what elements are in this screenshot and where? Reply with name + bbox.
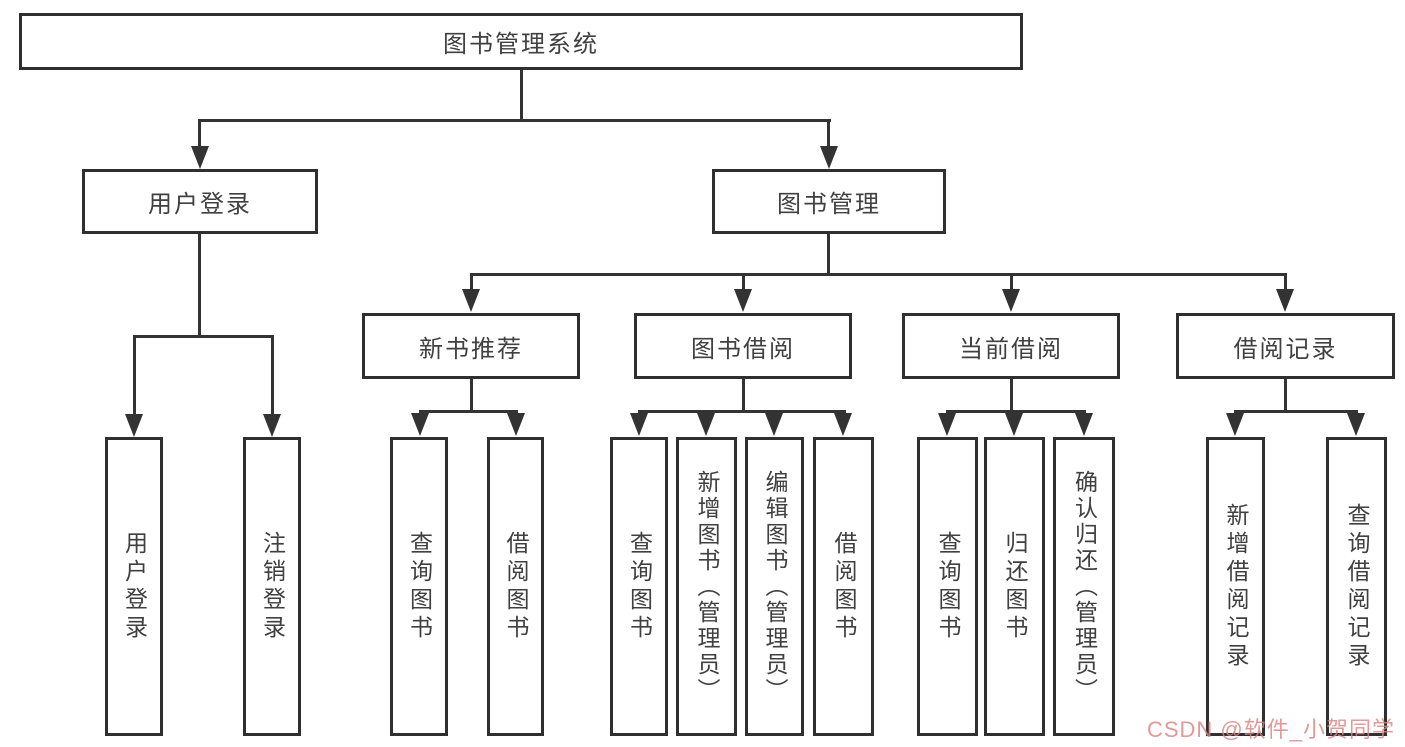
arrow-down-icon (938, 413, 956, 436)
connector-mgmt-drop-4 (1284, 273, 1287, 292)
arrow-down-icon (1075, 413, 1093, 436)
arrow-down-icon (834, 413, 852, 436)
leaf-bb-add-books-label: 新增图书（管理员） (694, 469, 720, 704)
leaf-bb-add-books: 新增图书（管理员） (676, 437, 737, 736)
arrow-down-icon (191, 146, 209, 169)
leaf-logout-label: 注销登录 (259, 530, 286, 643)
connector-mgmt-drop-2 (742, 273, 745, 292)
node-user-login-label: 用户登录 (148, 191, 252, 218)
connector-br-stem (1284, 378, 1287, 410)
node-borrow-records-label: 借阅记录 (1233, 335, 1338, 363)
arrow-down-icon (1002, 289, 1020, 312)
csdn-watermark: CSDN @软件_小贺同学 (1146, 717, 1395, 742)
leaf-user-login: 用户登录 (105, 437, 163, 736)
leaf-logout: 注销登录 (243, 437, 301, 736)
connector-br-rail (1234, 410, 1358, 413)
node-book-management-label: 图书管理 (777, 191, 881, 218)
arrow-down-icon (411, 413, 429, 436)
arrow-down-icon (462, 289, 480, 312)
leaf-cb-query-books: 查询图书 (917, 437, 978, 736)
leaf-user-login-label: 用户登录 (121, 530, 148, 643)
connector-login-drop-2 (271, 335, 274, 416)
connector-mgmt-drop-1 (470, 273, 473, 292)
leaf-cb-confirm-return: 确认归还（管理员） (1053, 437, 1115, 736)
node-user-login: 用户登录 (82, 169, 318, 234)
connector-root-drop-right (827, 119, 830, 149)
connector-root-stem (520, 69, 523, 119)
node-book-borrow-label: 图书借阅 (691, 335, 795, 363)
leaf-cb-return-books-label: 归还图书 (1002, 530, 1028, 643)
node-current-borrow: 当前借阅 (902, 313, 1120, 379)
arrow-down-icon (820, 146, 838, 169)
leaf-rec-query-books: 查询图书 (390, 437, 448, 736)
arrow-down-icon (765, 413, 783, 436)
connector-root-rail (198, 119, 831, 122)
connector-mgmt-drop-3 (1010, 273, 1013, 292)
connector-mgmt-stem (827, 233, 830, 273)
leaf-bb-borrow-books: 借阅图书 (813, 437, 874, 736)
leaf-br-add-record: 新增借阅记录 (1206, 437, 1265, 736)
leaf-rec-borrow-books: 借阅图书 (487, 437, 544, 736)
node-root-label: 图书管理系统 (443, 31, 599, 58)
arrow-down-icon (630, 413, 648, 436)
arrow-down-icon (697, 413, 715, 436)
leaf-br-query-record: 查询借阅记录 (1326, 437, 1387, 736)
connector-bb-stem (742, 378, 745, 410)
leaf-bb-edit-books: 编辑图书（管理员） (745, 437, 804, 736)
leaf-br-query-record-label: 查询借阅记录 (1344, 502, 1370, 671)
connector-root-drop-left (198, 119, 201, 149)
leaf-bb-query-books-label: 查询图书 (626, 530, 653, 643)
leaf-rec-query-books-label: 查询图书 (406, 530, 433, 643)
connector-login-rail (133, 335, 274, 338)
node-current-borrow-label: 当前借阅 (959, 335, 1063, 363)
arrow-down-icon (125, 414, 143, 437)
arrow-down-icon (1347, 413, 1365, 436)
leaf-cb-confirm-return-label: 确认归还（管理员） (1071, 469, 1098, 704)
leaf-rec-borrow-books-label: 借阅图书 (503, 530, 529, 643)
arrow-down-icon (1276, 289, 1294, 312)
connector-cb-rail (946, 410, 1086, 413)
connector-login-drop-1 (133, 335, 136, 416)
leaf-bb-query-books: 查询图书 (610, 437, 668, 736)
arrow-down-icon (734, 289, 752, 312)
arrow-down-icon (263, 414, 281, 437)
connector-cb-stem (1010, 378, 1013, 410)
node-new-book-recommend-label: 新书推荐 (419, 335, 523, 363)
arrow-down-icon (1226, 413, 1244, 436)
connector-rec-stem (470, 378, 473, 410)
arrow-down-icon (507, 413, 525, 436)
node-root: 图书管理系统 (19, 13, 1023, 70)
leaf-br-add-record-label: 新增借阅记录 (1223, 502, 1249, 671)
leaf-bb-edit-books-label: 编辑图书（管理员） (762, 469, 788, 704)
arrow-down-icon (1005, 413, 1023, 436)
connector-mgmt-rail (470, 273, 1287, 276)
connector-bb-rail (638, 410, 846, 413)
connector-rec-rail (419, 410, 518, 413)
node-book-borrow: 图书借阅 (634, 313, 852, 379)
leaf-cb-query-books-label: 查询图书 (935, 530, 961, 643)
leaf-cb-return-books: 归还图书 (984, 437, 1045, 736)
connector-login-stem (198, 233, 201, 335)
leaf-bb-borrow-books-label: 借阅图书 (831, 530, 857, 643)
node-new-book-recommend: 新书推荐 (362, 313, 580, 379)
node-book-management: 图书管理 (712, 169, 946, 234)
node-borrow-records: 借阅记录 (1176, 313, 1395, 379)
